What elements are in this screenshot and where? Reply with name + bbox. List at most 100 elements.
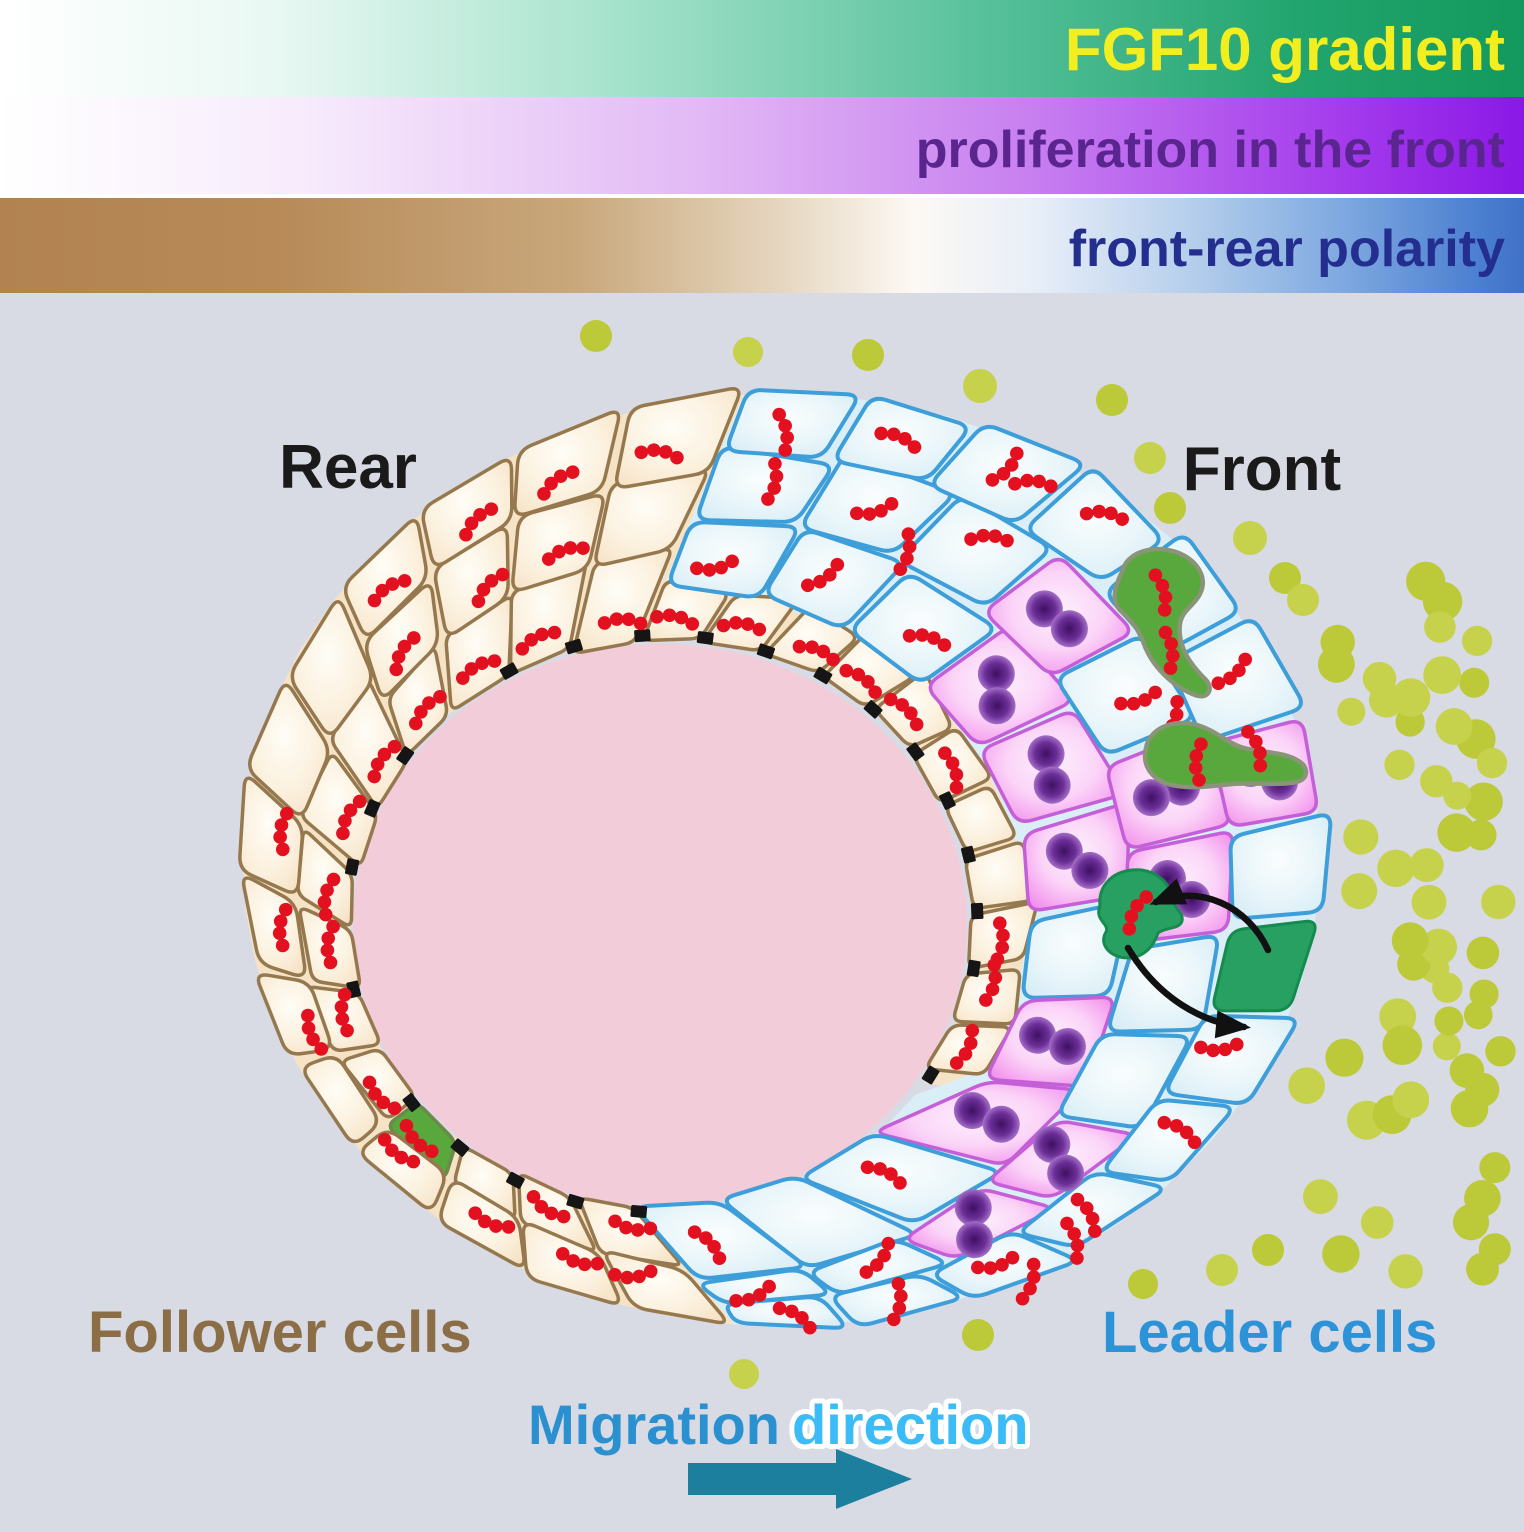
direction-label: direction <box>792 1393 1028 1456</box>
fgf10-dot <box>1303 1179 1338 1214</box>
red-marker-cluster <box>902 628 952 652</box>
follower-cell <box>433 527 510 636</box>
fgf10-dot <box>1343 819 1379 855</box>
red-marker-cluster <box>1079 504 1129 526</box>
follower-cell <box>946 786 1016 852</box>
red-marker-cluster <box>334 987 354 1038</box>
fgf10-dot <box>1432 972 1463 1003</box>
fgf10-dot <box>1382 1025 1423 1065</box>
apical-junction <box>756 643 776 660</box>
fgf10-dot <box>1432 1032 1461 1061</box>
fgf10-dot <box>1464 1180 1501 1217</box>
follower-cell <box>343 519 428 636</box>
migration-label: Migration <box>528 1393 780 1456</box>
red-marker-cluster <box>1060 1216 1085 1265</box>
fgf10-dot <box>1420 928 1457 966</box>
red-marker-cluster <box>608 1264 658 1285</box>
leader-cell <box>1228 813 1333 920</box>
red-marker-cluster <box>839 663 882 699</box>
red-marker-cluster <box>515 625 562 656</box>
red-marker-cluster <box>850 497 899 521</box>
follower-cell <box>238 776 304 894</box>
red-marker-cluster <box>471 567 510 609</box>
fgf10-dot <box>1252 1234 1284 1266</box>
fgf10-dot <box>1424 611 1456 643</box>
follower-cell <box>296 830 354 927</box>
leader-cells-label: Leader cells <box>1102 1300 1437 1365</box>
red-marker-cluster <box>1070 1192 1102 1238</box>
fgf10-dot <box>1479 1152 1511 1184</box>
apical-junction <box>506 1171 525 1189</box>
dividing-nucleus <box>1033 1125 1085 1192</box>
fgf10-dot <box>1466 936 1500 970</box>
apical-junction <box>939 791 956 810</box>
fgf10-dot <box>1341 873 1378 910</box>
apical-junction <box>960 845 976 864</box>
red-marker-cluster <box>1157 1115 1202 1150</box>
proliferation-label: proliferation in the front <box>916 121 1505 179</box>
red-marker-cluster <box>367 739 402 784</box>
red-marker-cluster <box>362 1075 402 1116</box>
fgf10-dot <box>1406 561 1446 601</box>
fgf10-dot <box>1435 708 1473 745</box>
fgf10-dot <box>1469 979 1499 1009</box>
diagram-labels: Rear Front Follower cells Leader cells M… <box>88 433 1437 1509</box>
follower-cell <box>241 876 307 978</box>
leader-cell <box>638 1200 803 1280</box>
red-marker-cluster <box>690 554 739 577</box>
red-marker-cluster <box>1211 652 1253 691</box>
fgf10-dot <box>1360 1206 1394 1239</box>
fgf10-dot <box>1423 656 1462 694</box>
fgf10-ligand-dots <box>580 320 1516 1389</box>
red-marker-cluster <box>1114 685 1163 711</box>
fgf10-dot <box>733 337 763 367</box>
apical-junction <box>499 662 519 680</box>
fgf10-dot <box>1449 1053 1485 1088</box>
fgf10-dot <box>962 1319 994 1351</box>
follower-cell <box>290 599 373 736</box>
fgf10-dot <box>1391 678 1431 717</box>
red-marker-cluster <box>949 1023 980 1070</box>
red-marker-cluster <box>301 1008 329 1056</box>
red-marker-cluster <box>597 612 648 631</box>
apical-junction <box>696 631 714 645</box>
fgf10-dot <box>1481 884 1516 920</box>
red-marker-cluster <box>537 465 580 501</box>
cell-exchange-arrows <box>1124 878 1272 1039</box>
fgf10-dot <box>1437 813 1476 852</box>
apical-junction <box>630 1204 648 1219</box>
fgf10-dot <box>1337 697 1366 726</box>
green-leader-cell-protrusive <box>1142 720 1309 790</box>
red-marker-cluster <box>964 528 1014 548</box>
dividing-nucleus <box>1019 1016 1086 1066</box>
apical-junction <box>364 799 381 818</box>
red-marker-cluster <box>389 631 421 677</box>
fgf10-dot <box>1388 1254 1423 1289</box>
leader-cell <box>852 574 994 682</box>
migration-direction-arrow <box>688 1449 912 1509</box>
red-marker-cluster <box>979 958 1003 1007</box>
follower-cell <box>604 1251 727 1325</box>
red-marker-cluster <box>634 443 684 465</box>
apical-junction <box>450 1138 470 1157</box>
fgf10-dot <box>1379 998 1417 1035</box>
apical-junction <box>634 629 651 643</box>
follower-cell <box>248 683 330 816</box>
red-marker-cluster <box>367 574 412 608</box>
red-marker-cluster <box>272 902 293 953</box>
red-marker-cluster <box>792 639 840 667</box>
green-leader-cell-protrusive <box>1112 546 1212 699</box>
leader-cell <box>697 446 832 524</box>
leader-cell <box>1166 1013 1297 1105</box>
dividing-nucleus <box>954 1189 994 1259</box>
red-marker-cluster <box>716 616 767 637</box>
red-marker-cluster <box>772 1301 817 1335</box>
follower-cells-label: Follower cells <box>88 1300 472 1365</box>
follower-cell <box>615 387 741 489</box>
red-marker-cluster <box>608 1214 658 1237</box>
red-marker-cluster <box>761 456 784 506</box>
red-marker-cluster <box>883 692 924 732</box>
apical-junction <box>396 746 415 766</box>
